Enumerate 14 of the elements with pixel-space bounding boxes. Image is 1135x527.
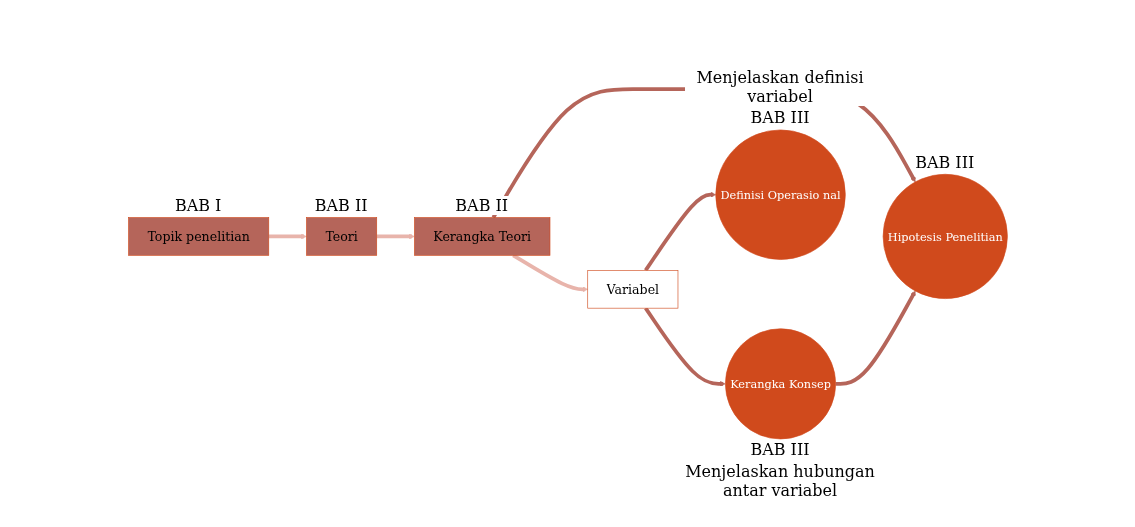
arrow: [835, 290, 916, 386]
chapter-label: BAB II: [455, 195, 509, 216]
node-box: Topik penelitian: [127, 216, 269, 256]
node-box: Teori: [305, 216, 377, 256]
node-circle: Definisi Operasio nal: [714, 129, 846, 260]
arrow: [376, 233, 415, 239]
arrow: [511, 253, 588, 292]
node-circle: Kerangka Konsep: [724, 327, 836, 439]
node-box: Kerangka Teori: [413, 216, 550, 256]
arrow: [643, 306, 726, 387]
arrow: [643, 191, 716, 271]
node-circle: Hipotesis Penelitian: [882, 173, 1008, 299]
arrow: [268, 233, 307, 239]
node-box: Variabel: [586, 269, 678, 308]
